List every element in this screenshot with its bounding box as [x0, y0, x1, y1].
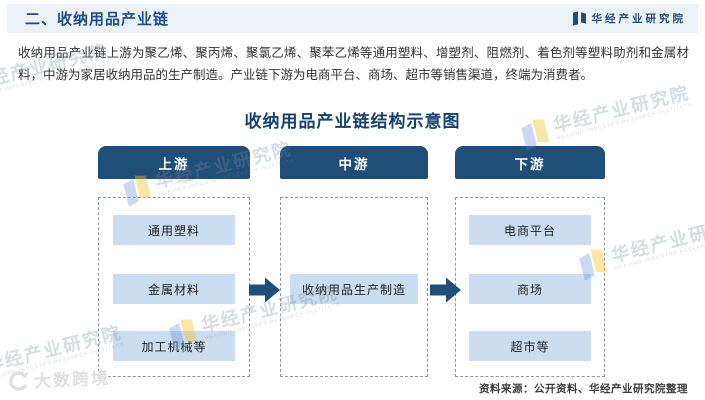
corner-watermark: 大数跨境: [7, 363, 111, 393]
intro-paragraph: 收纳用品产业链上游为聚乙烯、聚丙烯、聚氯乙烯、聚苯乙烯等通用塑料、增塑剂、阻燃剂…: [18, 46, 689, 82]
brand-name: 华经产业研究院: [591, 13, 686, 25]
corner-watermark-icon: [9, 370, 29, 391]
chain-item: 收纳用品生产制造: [290, 274, 418, 304]
right-arrow-icon: [249, 277, 280, 303]
source-note: 资料来源：公开资料、华经产业研究院整理: [479, 383, 688, 395]
chain-item: 通用塑料: [113, 215, 235, 245]
chain-item: 金属材料: [113, 274, 235, 304]
chain-item: 商场: [469, 274, 591, 304]
brand-logo: 华经产业研究院: [572, 11, 699, 26]
column-body-upstream: 通用塑料 金属材料 加工机械等: [98, 197, 250, 377]
column-midstream: 中游 收纳用品生产制造: [280, 146, 428, 377]
header-bar: 二、收纳用品产业链 华经产业研究院: [7, 4, 698, 33]
column-body-midstream: 收纳用品生产制造: [280, 197, 428, 377]
chain-item: 电商平台: [469, 215, 591, 245]
column-header-downstream: 下游: [455, 146, 605, 179]
page-title: 二、收纳用品产业链: [25, 11, 170, 28]
diagram-title: 收纳用品产业链结构示意图: [244, 112, 461, 131]
chain-item: 加工机械等: [113, 331, 235, 361]
column-header-midstream: 中游: [280, 146, 428, 179]
huajing-logo-icon: [572, 11, 586, 26]
column-header-upstream: 上游: [98, 146, 250, 179]
column-upstream: 上游 通用塑料 金属材料 加工机械等: [98, 146, 250, 377]
chain-item: 超市等: [469, 331, 591, 361]
column-downstream: 下游 电商平台 商场 超市等: [455, 146, 605, 377]
column-body-downstream: 电商平台 商场 超市等: [455, 197, 605, 377]
right-arrow-icon: [430, 277, 461, 303]
